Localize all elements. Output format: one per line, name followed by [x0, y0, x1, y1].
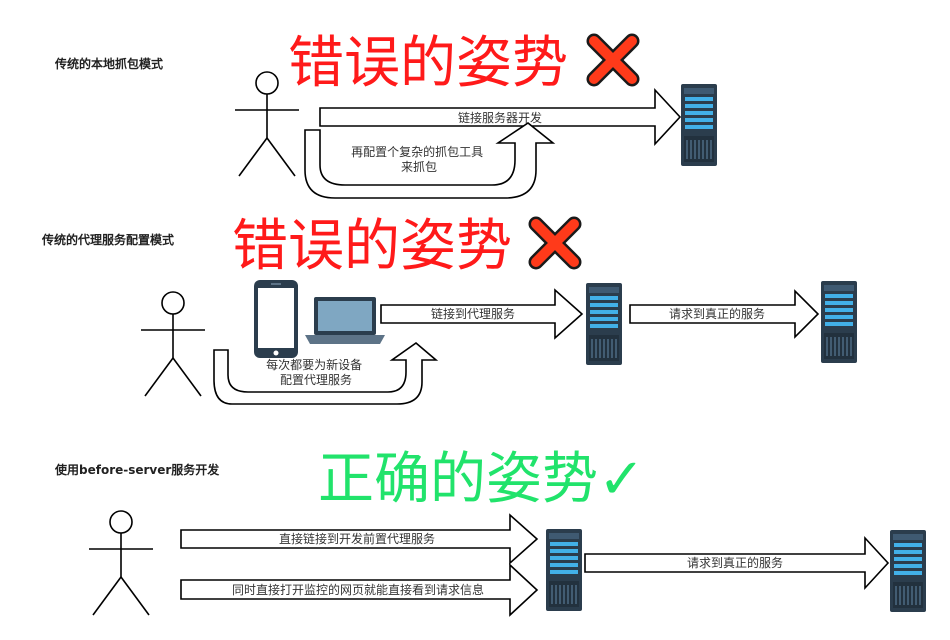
- section-3-verdict: 正确的姿势✓: [318, 447, 645, 512]
- arrow-label-open-monitor: 同时直接打开监控的网页就能直接看到请求信息: [232, 582, 484, 597]
- section-2-verdict: 错误的姿势: [232, 214, 512, 279]
- wrong-x-icon: [536, 224, 574, 262]
- wrong-x-icon: [594, 41, 632, 79]
- section-1-verdict: 错误的姿势: [288, 31, 568, 96]
- laptop-icon: [305, 297, 385, 344]
- person-icon: [140, 291, 206, 397]
- loop-note-line-2: 来抓包: [401, 160, 437, 174]
- loop-note-line-1: 每次都要为新设备: [266, 357, 362, 372]
- loop-note-line-1: 再配置个复杂的抓包工具: [351, 144, 483, 159]
- section-1-title: 传统的本地抓包模式: [54, 56, 163, 71]
- real-server-icon: [820, 280, 858, 364]
- loop-arrow-configure-proxy: [213, 341, 439, 405]
- loop-note-configure-proxy: 每次都要为新设备 配置代理服务: [266, 357, 366, 387]
- loop-arrow-capture-tool: [304, 122, 556, 199]
- real-server-icon: [889, 529, 927, 613]
- arrow-label-connect-before-server: 直接链接到开发前置代理服务: [279, 531, 435, 546]
- arrow-request-real-service: [584, 535, 890, 591]
- proxy-server-icon: [585, 282, 623, 366]
- arrow-label-real-service: 请求到真正的服务: [669, 306, 765, 321]
- section-3-title: 使用before-server服务开发: [54, 462, 220, 477]
- arrow-connect-before-server: [180, 513, 539, 565]
- arrow-open-monitor: [180, 563, 539, 617]
- before-server-icon: [545, 528, 583, 612]
- arrow-label-real-service: 请求到真正的服务: [687, 555, 783, 570]
- arrow-connect-proxy: [380, 288, 584, 340]
- arrow-request-real-service: [629, 289, 820, 339]
- arrow-connect-server: [319, 87, 682, 147]
- person-icon: [88, 510, 154, 616]
- arrow-label-connect-proxy: 链接到代理服务: [431, 306, 515, 321]
- phone-icon: [254, 280, 298, 358]
- loop-note-line-2: 配置代理服务: [280, 372, 352, 387]
- loop-note-capture-tool: 再配置个复杂的抓包工具 来抓包: [351, 144, 487, 174]
- section-2-title: 传统的代理服务配置模式: [41, 232, 174, 247]
- server-icon: [680, 83, 718, 167]
- arrow-label-connect-server: 链接服务器开发: [458, 110, 542, 125]
